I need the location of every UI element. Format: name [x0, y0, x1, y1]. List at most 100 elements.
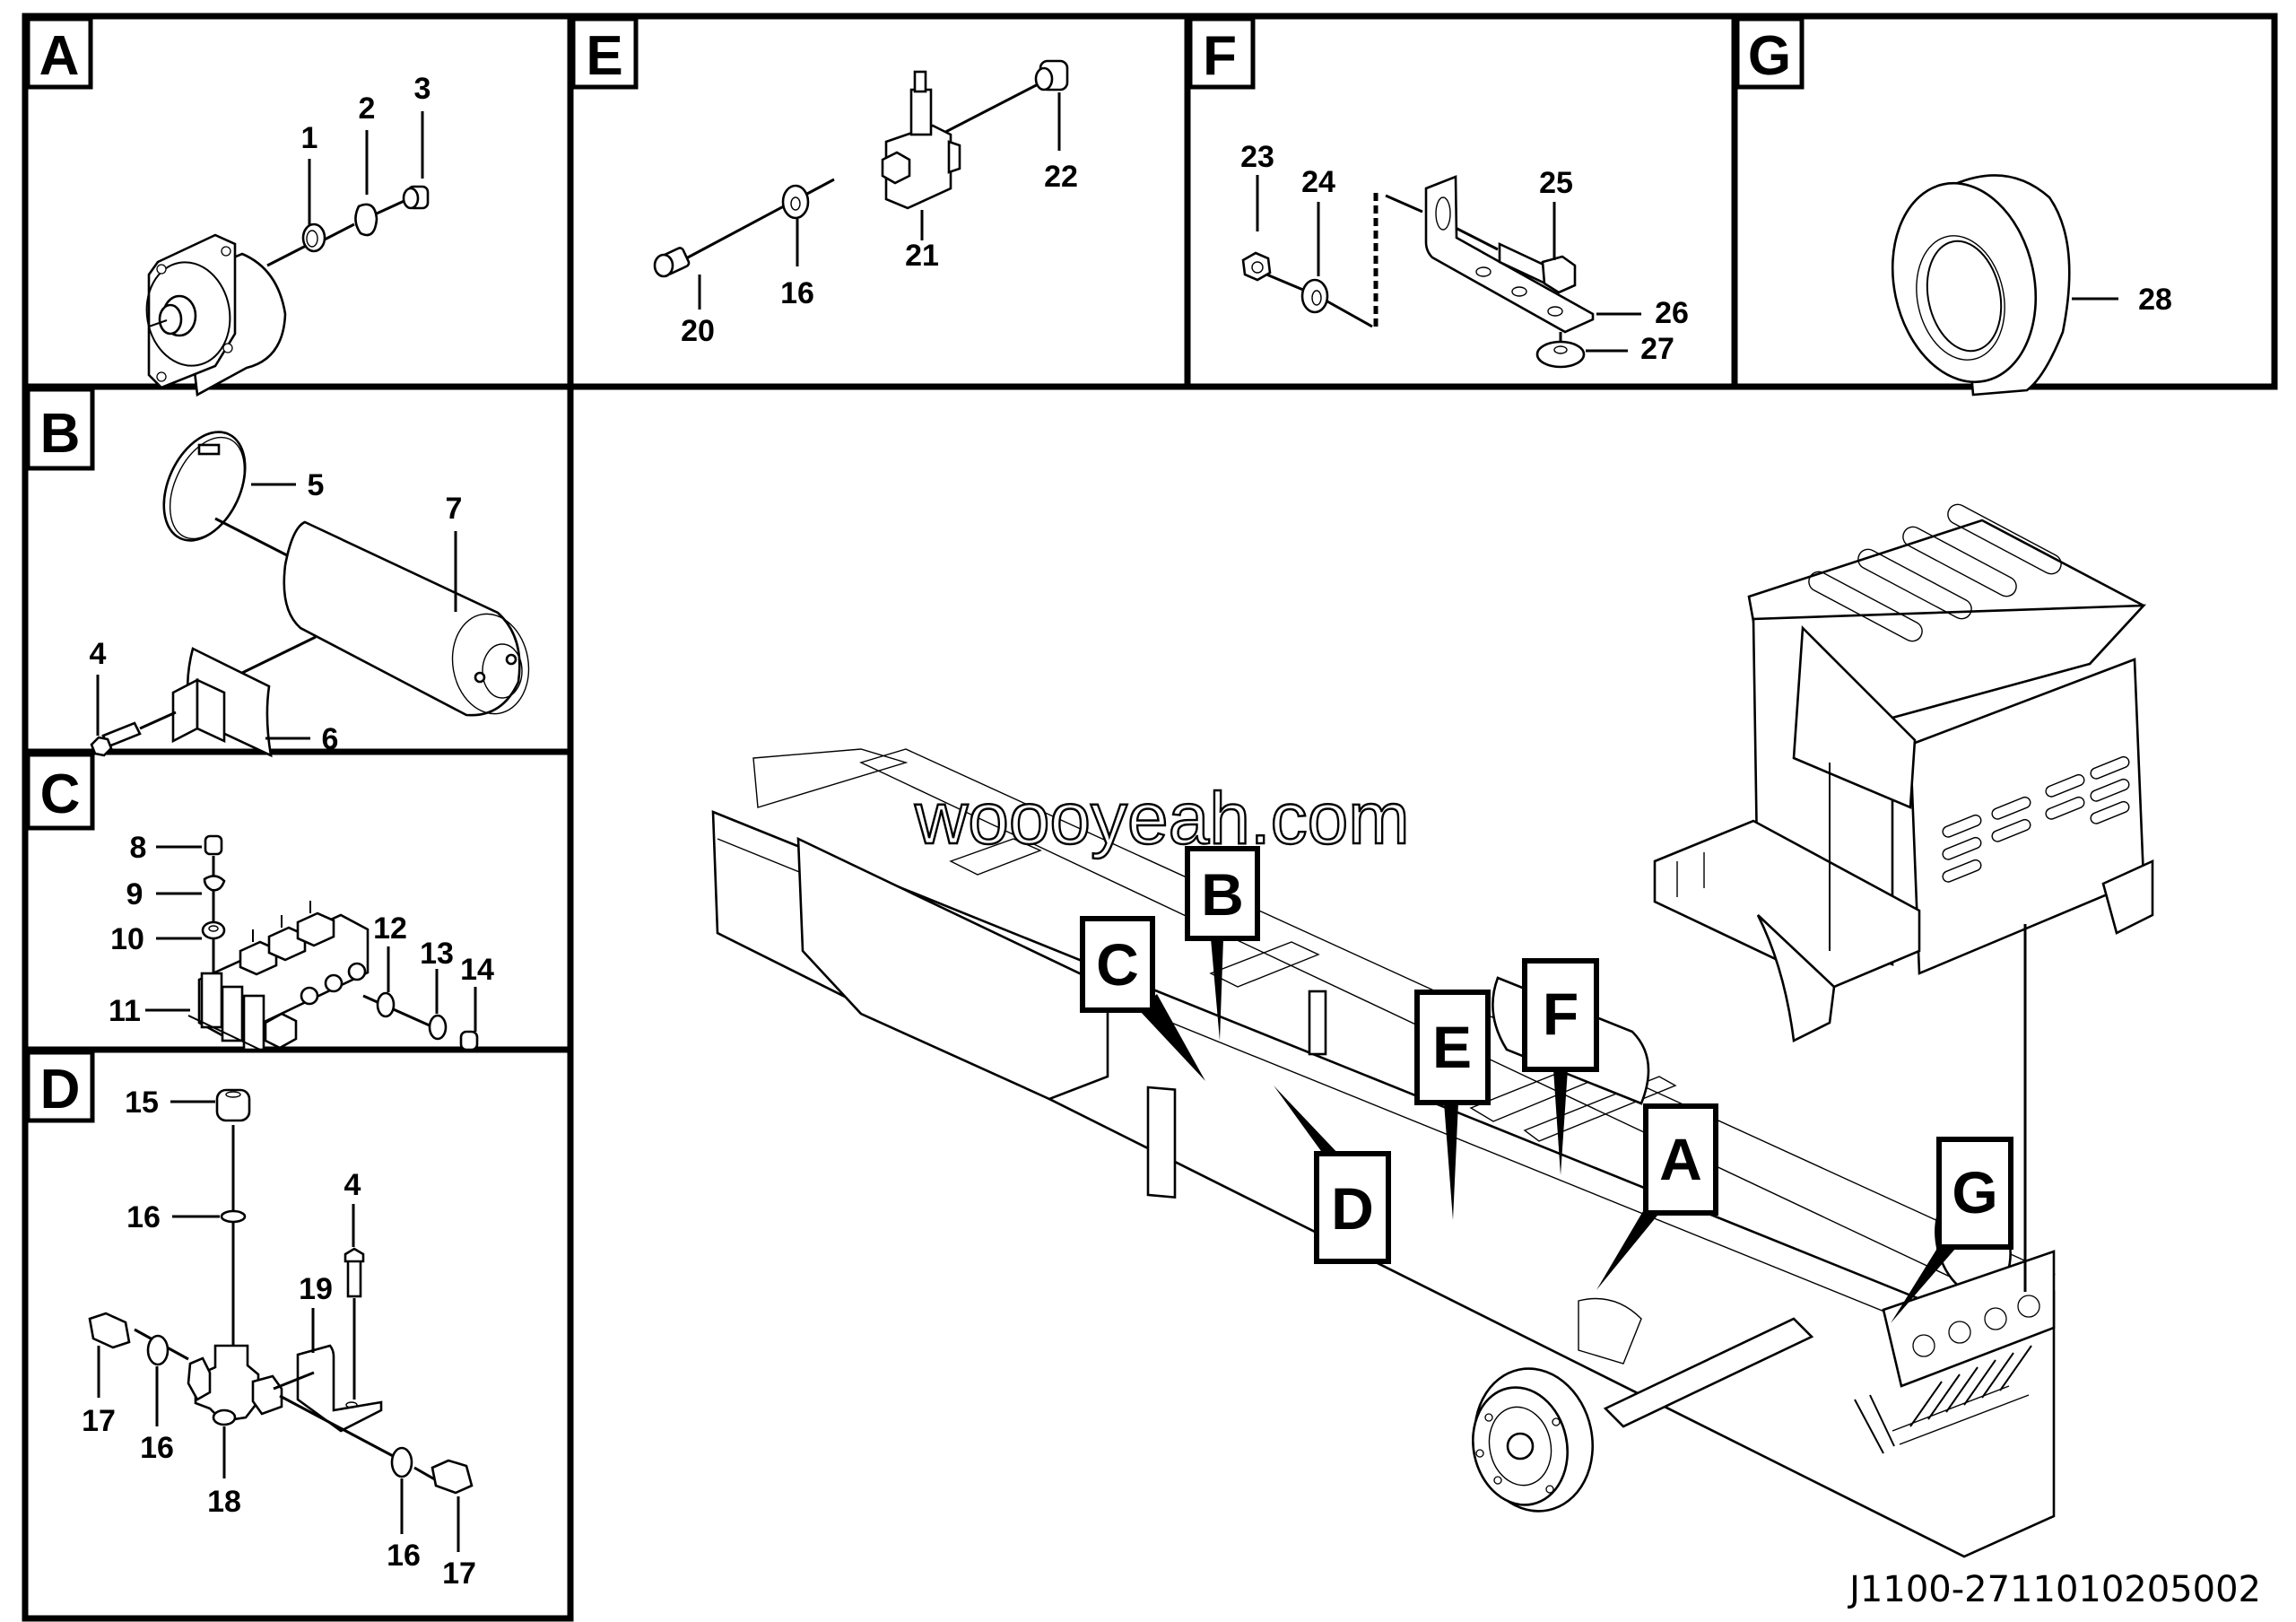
seal-12-icon	[376, 991, 396, 1018]
tee-fitting-18-icon	[187, 1344, 283, 1426]
panel-tag-d: D	[40, 1059, 81, 1121]
callout-box-g[interactable]	[1936, 1137, 2013, 1250]
panel-e-frame	[567, 13, 1191, 390]
washer-16-left-icon	[146, 1334, 170, 1366]
panel-d: D 15 16 4 19	[25, 1050, 476, 1591]
bracket-26-icon	[1424, 175, 1595, 334]
cap-8-icon	[204, 834, 223, 856]
pointer-e	[1444, 1103, 1458, 1220]
bolt-4-icon	[344, 1247, 365, 1298]
pointer-b	[1211, 938, 1223, 1041]
callout-label-f: F	[1543, 981, 1578, 1047]
panel-d-frame	[22, 1046, 574, 1622]
panel-e: E 20 16 21 22	[570, 16, 1078, 348]
cap-15-icon	[215, 1088, 251, 1122]
callout-9: 9	[126, 877, 144, 911]
callout-label-g: G	[1952, 1159, 1997, 1225]
washer-16-icon	[220, 1209, 247, 1224]
callout-label-a: A	[1659, 1126, 1702, 1192]
callout-5: 5	[308, 468, 325, 502]
callout-23: 23	[1240, 140, 1274, 174]
panel-tag-box	[570, 16, 639, 90]
panel-tag-box	[25, 1050, 95, 1123]
callout-16: 16	[140, 1431, 174, 1465]
grille	[1942, 755, 2130, 883]
pointer-f	[1553, 1069, 1568, 1175]
callout-6: 6	[322, 722, 339, 756]
air-tank-7-icon	[283, 520, 530, 717]
valve-block-11-icon	[187, 901, 370, 1051]
panel-b: B 5 7 6 4	[25, 387, 530, 758]
panel-tag-box	[1735, 16, 1805, 90]
callout-22: 22	[1044, 160, 1078, 194]
overview-callouts: B C D E F A G	[1080, 846, 2013, 1323]
panel-tag-f: F	[1203, 25, 1237, 87]
panel-tag-box	[25, 752, 95, 831]
callout-26: 26	[1655, 296, 1689, 330]
pointer-d	[1274, 1086, 1342, 1157]
callout-label-e: E	[1432, 1014, 1472, 1080]
callout-box-d[interactable]	[1314, 1151, 1391, 1264]
callout-16: 16	[780, 276, 814, 310]
roof-vents	[1808, 503, 2062, 642]
cab-icon	[1653, 503, 2154, 1042]
nut-23-icon	[1241, 251, 1272, 282]
clip-13-icon	[428, 1014, 448, 1041]
drawing-code: J1100-2711010205002	[1847, 1569, 2261, 1610]
panel-c: C 8 9 10 11	[25, 752, 494, 1051]
panel-tag-c: C	[40, 763, 81, 825]
pressure-switch-21-icon	[881, 70, 961, 210]
callout-27: 27	[1640, 332, 1674, 366]
callout-3: 3	[414, 72, 431, 106]
connector-22-icon	[1034, 59, 1069, 92]
callout-25: 25	[1539, 166, 1573, 200]
callout-label-b: B	[1201, 861, 1244, 928]
panel-a: A 1 2 3	[25, 16, 431, 397]
rear-bumper-icon	[1854, 1345, 2032, 1454]
callout-21: 21	[905, 239, 939, 273]
pointer-a	[1596, 1211, 1661, 1290]
callout-24: 24	[1301, 165, 1335, 199]
washer-16-right-icon	[390, 1446, 413, 1478]
panel-f: F 23 24 25 26 27	[1187, 16, 1689, 369]
callout-17: 17	[82, 1404, 116, 1438]
callout-15: 15	[125, 1086, 159, 1120]
callout-box-c[interactable]	[1080, 916, 1155, 1013]
callout-box-b[interactable]	[1185, 846, 1260, 941]
plug-3-icon	[402, 185, 430, 210]
callout-16: 16	[126, 1200, 161, 1234]
callout-2: 2	[359, 92, 376, 126]
solenoid-motor-icon	[145, 233, 287, 397]
callout-box-e[interactable]	[1414, 990, 1491, 1105]
callout-28: 28	[2138, 283, 2172, 317]
callout-label-c: C	[1096, 931, 1139, 998]
bolt-4-icon	[90, 721, 142, 757]
callout-4: 4	[344, 1168, 361, 1202]
callout-10: 10	[110, 922, 144, 956]
plug-14-icon	[459, 1030, 479, 1051]
panel-tag-g: G	[1748, 25, 1791, 87]
callout-4: 4	[90, 637, 107, 671]
fitting-20-icon	[653, 247, 691, 278]
callout-label-d: D	[1331, 1175, 1374, 1242]
callout-7: 7	[446, 492, 463, 526]
seal-ring-1-icon	[301, 222, 326, 253]
panel-tag-box	[1187, 16, 1256, 90]
callout-box-f[interactable]	[1522, 958, 1599, 1072]
callout-20: 20	[681, 314, 715, 348]
watermark-text: woooyeah.com	[914, 778, 1410, 859]
panel-tag-a: A	[39, 25, 80, 87]
panel-a-frame	[22, 13, 574, 390]
bracket-19-icon	[296, 1344, 383, 1433]
washer-16-icon	[781, 184, 810, 220]
callout-17: 17	[442, 1557, 476, 1591]
fitting-17-right-icon	[430, 1459, 474, 1495]
callout-1: 1	[301, 121, 318, 155]
bumper-27-icon	[1535, 340, 1586, 369]
callout-box-a[interactable]	[1643, 1103, 1718, 1216]
panel-tag-b: B	[40, 403, 81, 465]
hose-clamp-5-icon	[162, 431, 247, 542]
callout-12: 12	[373, 911, 407, 946]
callout-18: 18	[207, 1485, 241, 1519]
